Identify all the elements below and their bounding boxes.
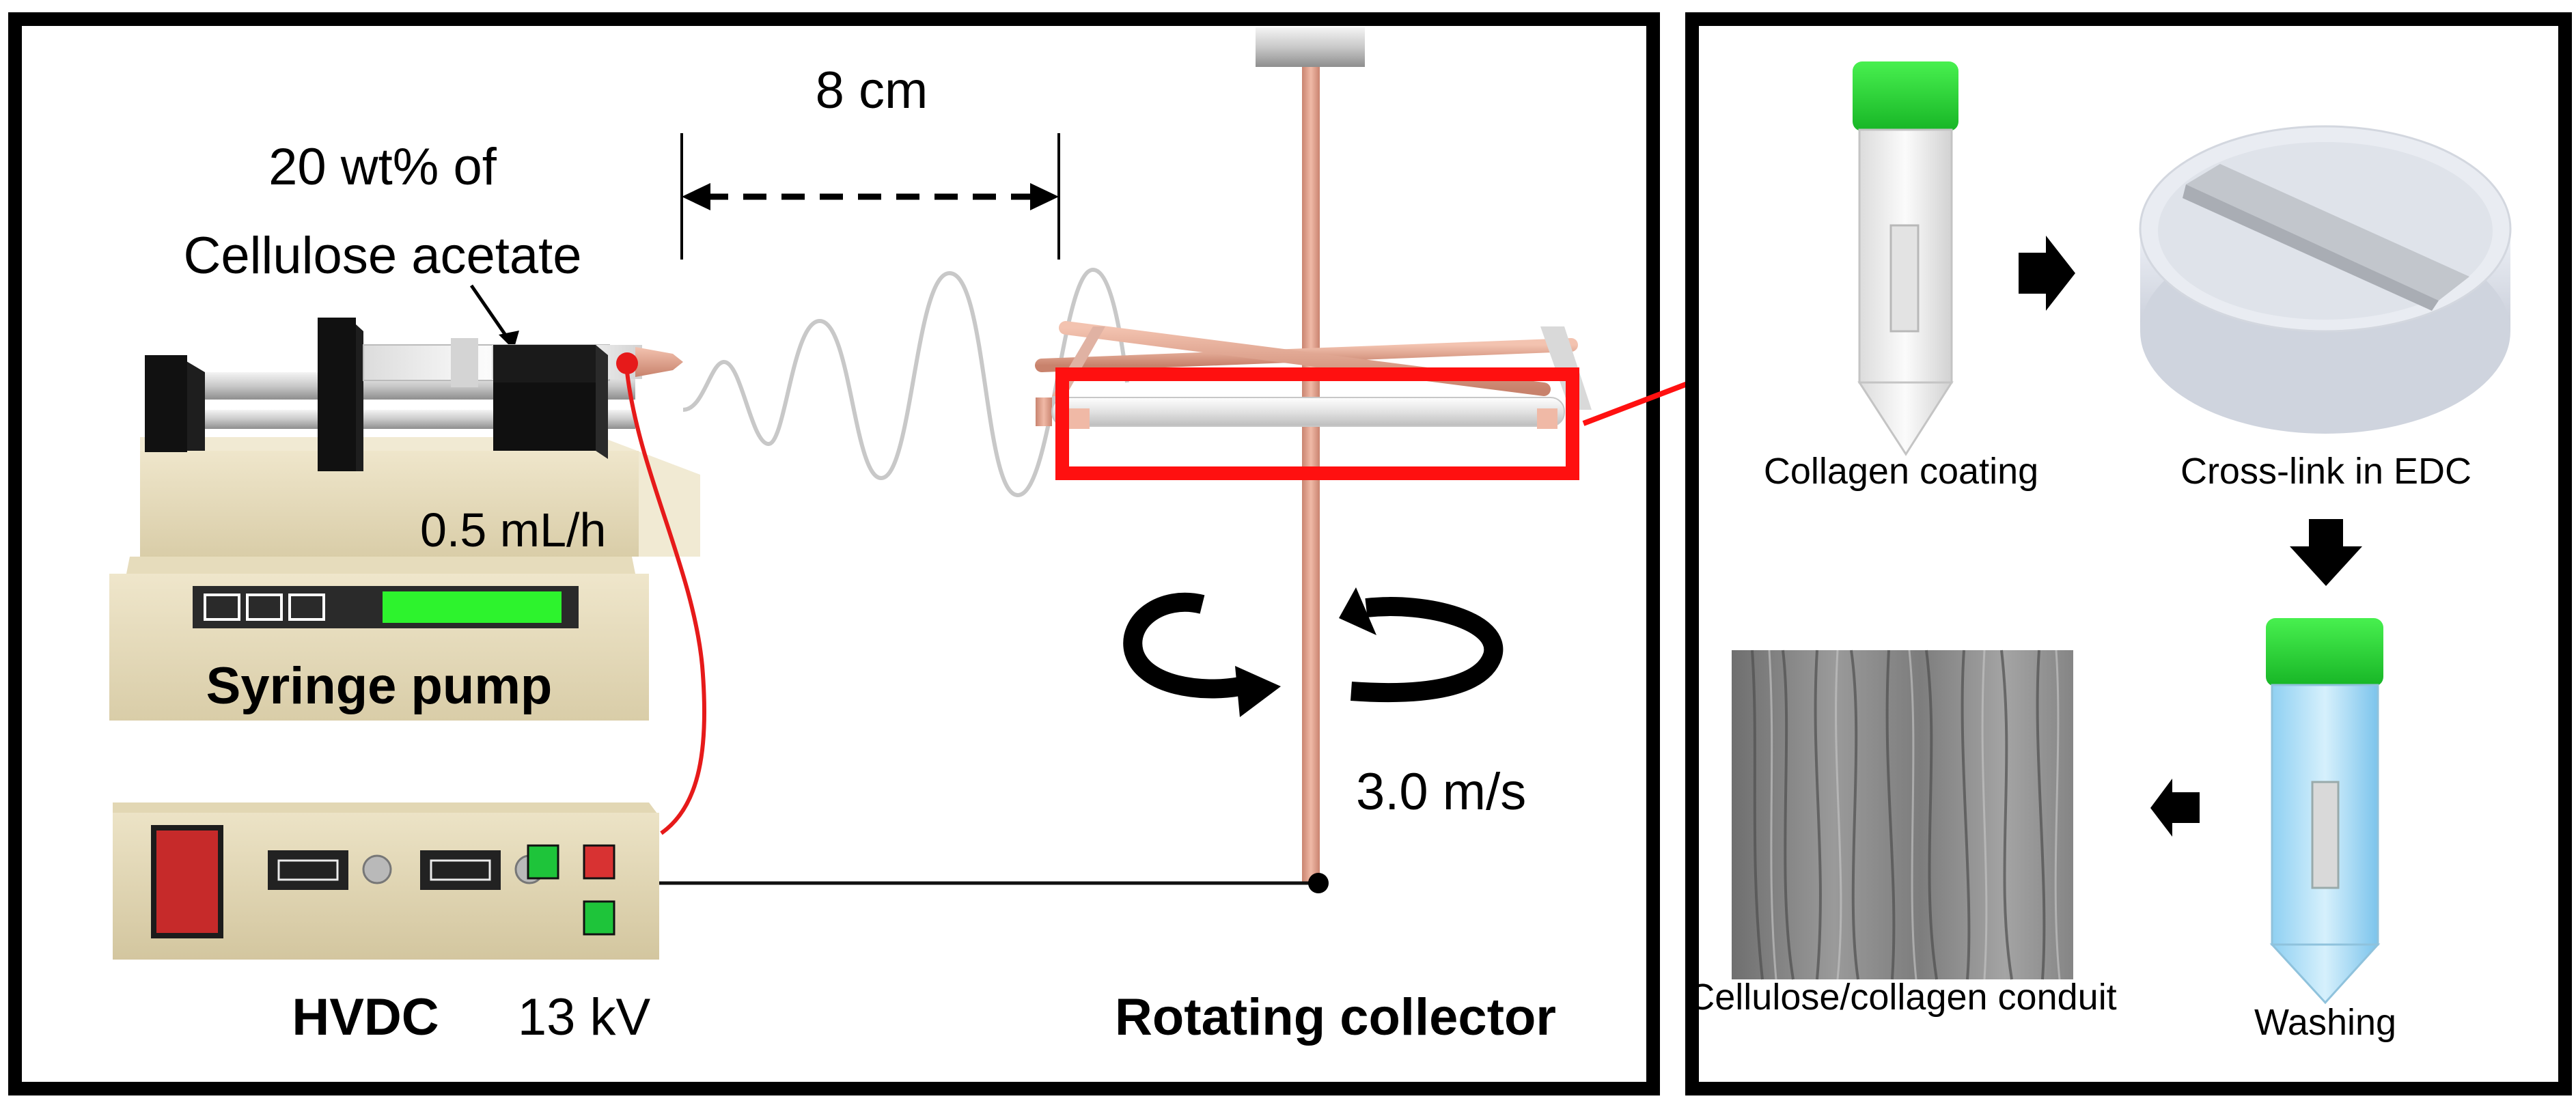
collector-label: Rotating collector	[1115, 988, 1556, 1046]
distance-label: 8 cm	[816, 61, 928, 120]
step-conduit: Cellulose/collagen conduit	[1688, 977, 2116, 1018]
syringe-pump-icon	[109, 318, 700, 721]
falcon-tube-icon	[2266, 618, 2383, 1005]
collector-highlight-box	[1055, 367, 1579, 480]
falcon-tube-icon	[1853, 61, 1958, 456]
process-arrow-icon	[2150, 779, 2200, 837]
pump-label: Syringe pump	[206, 657, 553, 715]
process-arrow-icon	[2019, 236, 2075, 311]
solution-label-line1: 20 wt% of	[268, 138, 497, 196]
speed-label: 3.0 m/s	[1356, 763, 1526, 821]
flow-rate-label: 0.5 mL/h	[420, 503, 606, 557]
step-cross-link: Cross-link in EDC	[2180, 451, 2471, 492]
rotation-arrow-icon	[1123, 587, 1504, 717]
process-arrow-icon	[2290, 519, 2362, 586]
fiber-jet	[682, 267, 1129, 498]
petri-dish-icon	[2139, 125, 2512, 434]
step-collagen-coating: Collagen coating	[1764, 451, 2038, 492]
solution-label-line2: Cellulose acetate	[183, 227, 581, 285]
high-voltage-wire	[625, 372, 707, 835]
hvdc-supply-icon	[113, 802, 659, 960]
sem-image-icon	[1732, 650, 2073, 980]
ground-node	[1308, 873, 1329, 893]
voltage-label: 13 kV	[518, 988, 651, 1046]
power-label: HVDC	[292, 988, 439, 1046]
needle-tip-electrode	[616, 352, 638, 374]
motor-housing	[1256, 27, 1365, 67]
step-washing: Washing	[2254, 1002, 2396, 1043]
distance-dimension	[680, 133, 1060, 260]
